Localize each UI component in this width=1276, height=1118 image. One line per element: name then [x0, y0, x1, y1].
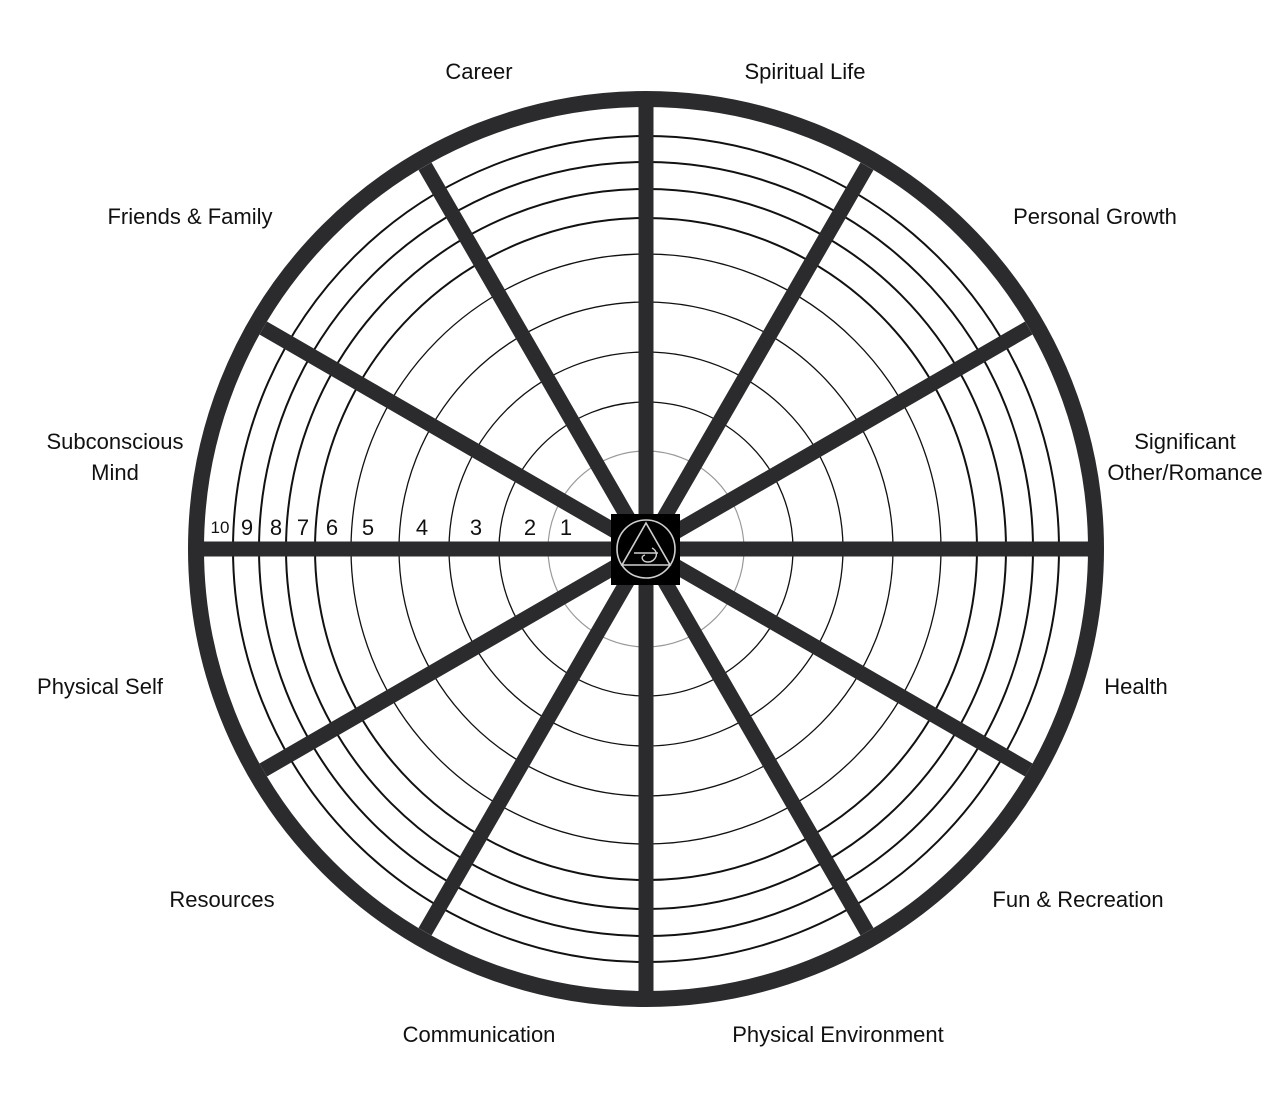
- scale-label-4: 4: [416, 515, 428, 540]
- spoke-6: [259, 542, 650, 777]
- spoke-3: [639, 545, 874, 936]
- category-label-2: Spiritual Life: [744, 59, 865, 84]
- category-label-1: Career: [445, 59, 512, 84]
- spoke-2: [642, 542, 1033, 777]
- category-label-line: Communication: [403, 1022, 556, 1047]
- triangle-in-circle-logo-icon: [616, 519, 676, 579]
- category-label-line: Spiritual Life: [744, 59, 865, 84]
- category-label-7: Physical Environment: [732, 1022, 944, 1047]
- category-label-line: Personal Growth: [1013, 204, 1177, 229]
- category-label-6: Fun & Recreation: [992, 887, 1163, 912]
- center-logo: [611, 514, 680, 585]
- scale-label-7: 7: [297, 515, 309, 540]
- category-label-line: Physical Environment: [732, 1022, 944, 1047]
- category-label-5: Health: [1104, 674, 1168, 699]
- category-label-3: Personal Growth: [1013, 204, 1177, 229]
- category-label-line: Subconscious: [47, 429, 184, 454]
- scale-label-5: 5: [362, 515, 374, 540]
- category-label-line: Mind: [91, 460, 139, 485]
- category-label-line: Friends & Family: [107, 204, 272, 229]
- scale-label-6: 6: [326, 515, 338, 540]
- category-label-line: Health: [1104, 674, 1168, 699]
- outer-rim: [188, 91, 1104, 1007]
- spoke-9: [418, 162, 653, 553]
- category-label-line: Fun & Recreation: [992, 887, 1163, 912]
- spoke-8: [259, 321, 650, 556]
- center-box: [611, 514, 680, 585]
- scale-label-2: 2: [524, 515, 536, 540]
- category-label-8: Communication: [403, 1022, 556, 1047]
- category-spokes: [204, 107, 1088, 991]
- category-label-line: Significant: [1134, 429, 1236, 454]
- category-label-10: Physical Self: [37, 674, 164, 699]
- category-label-line: Other/Romance: [1107, 460, 1262, 485]
- spoke-11: [639, 162, 874, 553]
- scale-label-9: 9: [241, 515, 253, 540]
- scale-label-8: 8: [270, 515, 282, 540]
- spoke-12: [642, 321, 1033, 556]
- category-label-12: Friends & Family: [107, 204, 272, 229]
- category-label-line: Career: [445, 59, 512, 84]
- category-label-9: Resources: [169, 887, 274, 912]
- scale-label-1: 1: [560, 515, 572, 540]
- category-label-line: Physical Self: [37, 674, 164, 699]
- scale-label-3: 3: [470, 515, 482, 540]
- spoke-5: [418, 545, 653, 936]
- scale-label-10: 10: [211, 518, 230, 537]
- category-label-line: Resources: [169, 887, 274, 912]
- outer-rim-circle: [188, 91, 1104, 1007]
